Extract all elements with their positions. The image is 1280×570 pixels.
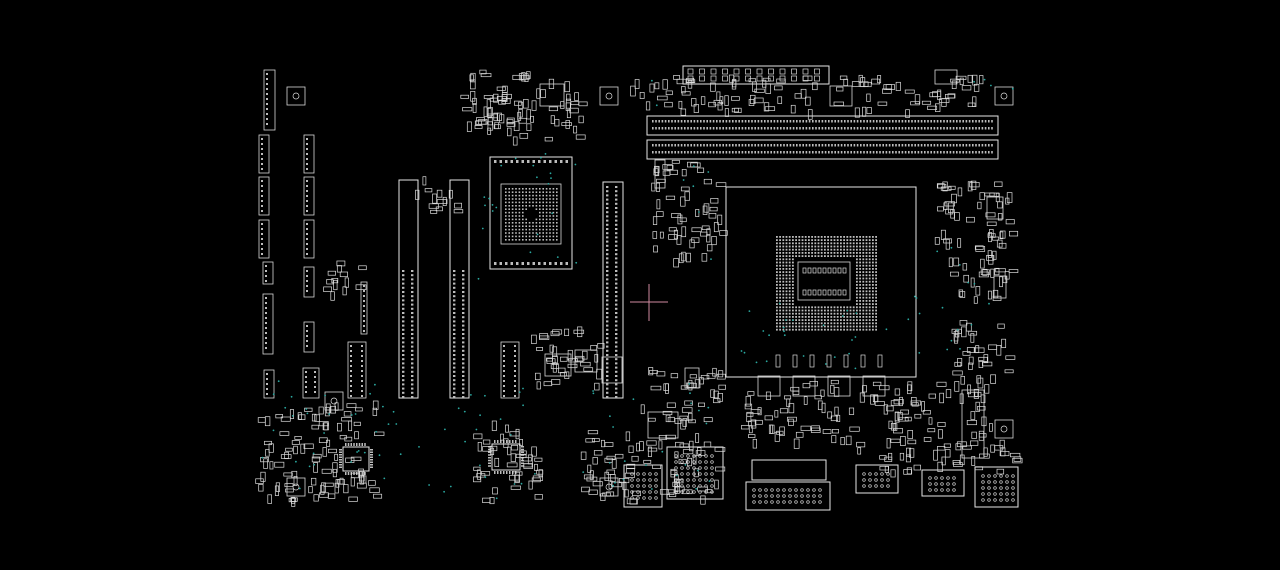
- superio-chip[interactable]: [339, 443, 373, 475]
- pcie-slot-x1[interactable]: [398, 179, 419, 399]
- dimm-slot-2[interactable]: [646, 139, 999, 160]
- passive-components: [255, 69, 1023, 507]
- crosshair-icon: [630, 284, 668, 321]
- front-panel-headers[interactable]: [258, 69, 1014, 497]
- pcie-slot-x1-b[interactable]: [449, 179, 470, 399]
- cpu-socket[interactable]: [725, 186, 917, 397]
- pcie-slot-x16[interactable]: [602, 181, 624, 399]
- chipset-bga[interactable]: [489, 156, 573, 270]
- vias: [261, 78, 1014, 500]
- back-panel-io[interactable]: [623, 446, 1019, 511]
- dimm-slot-1[interactable]: [646, 115, 999, 136]
